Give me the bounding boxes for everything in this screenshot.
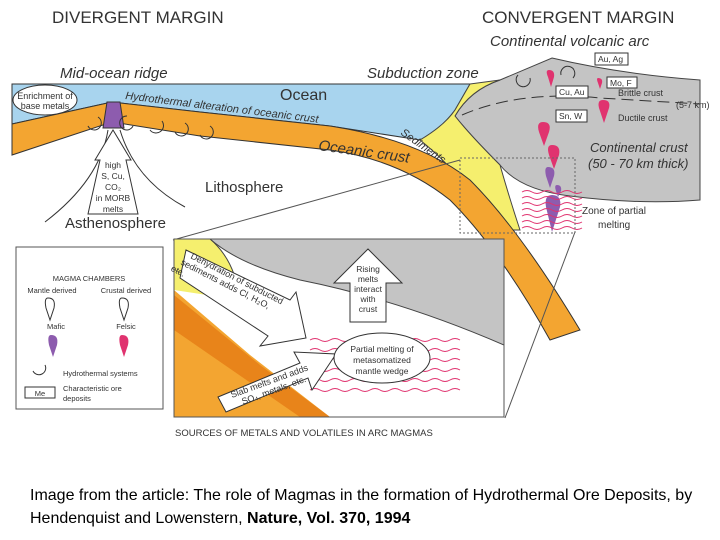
heading-convergent: CONVERGENT MARGIN bbox=[482, 8, 674, 27]
svg-text:mantle wedge: mantle wedge bbox=[356, 366, 409, 376]
hydrothermal-icon bbox=[32, 364, 47, 376]
svg-text:in MORB: in MORB bbox=[96, 193, 131, 203]
heading-divergent: DIVERGENT MARGIN bbox=[52, 8, 224, 27]
ore-box-icon bbox=[24, 386, 56, 399]
label-asthenosphere: Asthenosphere bbox=[65, 215, 166, 232]
legend-ore: deposits bbox=[63, 394, 91, 403]
caption-text: Image from the article: The role of Magm… bbox=[30, 487, 693, 527]
svg-text:Au, Ag: Au, Ag bbox=[598, 54, 623, 64]
ore-deposit-labels: Au, Ag Mo, F Cu, Au Sn, W bbox=[555, 52, 638, 123]
brittle-ductile-boundary bbox=[461, 95, 701, 116]
label-brittle-crust: Brittle crust bbox=[618, 88, 664, 98]
svg-text:interact: interact bbox=[354, 284, 383, 294]
svg-text:crust: crust bbox=[359, 304, 378, 314]
inset-region-marker bbox=[459, 157, 576, 234]
svg-text:with: with bbox=[359, 294, 375, 304]
svg-text:metasomatized: metasomatized bbox=[353, 355, 411, 365]
label-enrichment: Enrichment of bbox=[17, 91, 73, 101]
mantle-chamber-icon bbox=[44, 297, 55, 322]
legend-mafic: Mafic bbox=[47, 322, 65, 331]
felsic-icon bbox=[119, 335, 129, 357]
label-continental-crust: Continental crust bbox=[590, 140, 689, 155]
dehydration-arrow bbox=[179, 249, 307, 347]
partial-melting-zone bbox=[521, 190, 583, 230]
svg-text:Cu, Au: Cu, Au bbox=[559, 87, 585, 97]
upwelling-lines bbox=[44, 129, 186, 223]
crustal-chamber-icon bbox=[118, 297, 129, 322]
svg-text:Partial melting of: Partial melting of bbox=[350, 344, 414, 354]
source-caption: Image from the article: The role of Magm… bbox=[30, 484, 710, 530]
svg-text:high: high bbox=[105, 160, 121, 170]
label-ocean: Ocean bbox=[280, 87, 327, 104]
legend-crustal: Crustal derived bbox=[101, 286, 151, 295]
legend-mantle: Mantle derived bbox=[27, 286, 76, 295]
svg-text:CO₂: CO₂ bbox=[105, 182, 121, 192]
label-ductile-crust: Ductile crust bbox=[618, 113, 668, 123]
legend-hydrothermal: Hydrothermal systems bbox=[63, 369, 138, 378]
mafic-icon bbox=[48, 335, 58, 357]
svg-text:melts: melts bbox=[358, 274, 378, 284]
hydrothermal-arrows-icon bbox=[87, 65, 576, 140]
legend-felsic: Felsic bbox=[116, 322, 136, 331]
felsic-magma-bodies bbox=[538, 70, 610, 169]
label-depth: (5-7 km) bbox=[676, 100, 710, 110]
label-partial-melting: Zone of partial bbox=[582, 206, 646, 217]
label-subduction-zone: Subduction zone bbox=[367, 65, 479, 82]
rising-melts-arrow bbox=[332, 248, 404, 323]
label-lithosphere: Lithosphere bbox=[205, 179, 283, 196]
label-mid-ocean-ridge: Mid-ocean ridge bbox=[60, 65, 168, 82]
svg-text:Rising: Rising bbox=[356, 264, 380, 274]
label-continental-arc: Continental volcanic arc bbox=[490, 33, 650, 50]
svg-text:Mo, F: Mo, F bbox=[610, 78, 632, 88]
label-enrichment: base metals bbox=[21, 101, 70, 111]
label-crust-thickness: (50 - 70 km thick) bbox=[588, 156, 688, 171]
svg-text:S, Cu,: S, Cu, bbox=[101, 171, 125, 181]
inset-connectors bbox=[172, 159, 576, 419]
ridge-magma bbox=[102, 101, 125, 129]
legend-title: MAGMA CHAMBERS bbox=[53, 274, 126, 283]
caption-citation: Nature, Vol. 370, 1994 bbox=[247, 510, 411, 527]
morb-arrow bbox=[87, 129, 139, 215]
legend-ore: Characteristic ore bbox=[63, 384, 122, 393]
sediments bbox=[419, 79, 521, 231]
legend-me: Me bbox=[35, 389, 45, 398]
slab-melt-arrow bbox=[217, 351, 337, 413]
svg-text:Sn, W: Sn, W bbox=[559, 111, 582, 121]
inset-caption: SOURCES OF METALS AND VOLATILES IN ARC M… bbox=[175, 428, 433, 439]
legend-box bbox=[15, 246, 164, 410]
partial-melting-ellipse bbox=[333, 332, 431, 384]
mafic-magma-bodies bbox=[545, 167, 562, 232]
oceanic-crust bbox=[11, 101, 581, 341]
label-partial-melting: melting bbox=[598, 220, 630, 231]
enrichment-callout bbox=[12, 84, 78, 116]
svg-text:melts: melts bbox=[103, 204, 123, 214]
